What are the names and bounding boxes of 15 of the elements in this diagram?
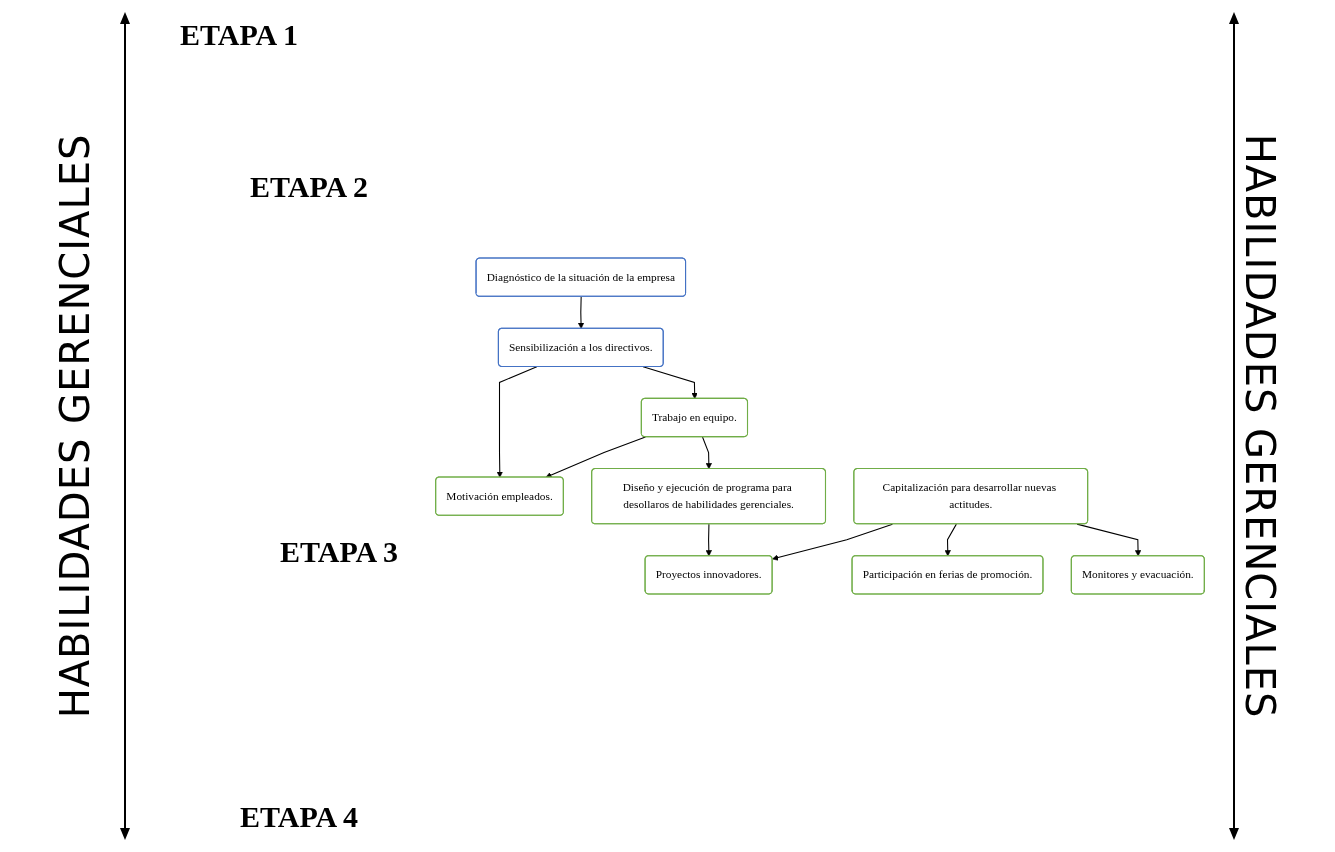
arrow <box>577 296 585 329</box>
arrow <box>545 436 646 479</box>
arrow <box>496 366 538 478</box>
arrow <box>944 523 957 557</box>
arrow <box>772 523 893 561</box>
stage-label: ETAPA 4 <box>240 800 359 834</box>
arrow <box>701 436 712 470</box>
arrow <box>705 523 712 557</box>
stage-label: ETAPA 1 <box>180 18 299 52</box>
arrow <box>642 366 698 399</box>
side-title: HABILIDADES GERENCIALES <box>52 133 98 719</box>
stage-label: ETAPA 2 <box>250 170 369 204</box>
arrow <box>1076 523 1142 557</box>
stage-label: ETAPA 3 <box>280 535 399 569</box>
side-title: HABILIDADES GERENCIALES <box>1237 133 1283 719</box>
